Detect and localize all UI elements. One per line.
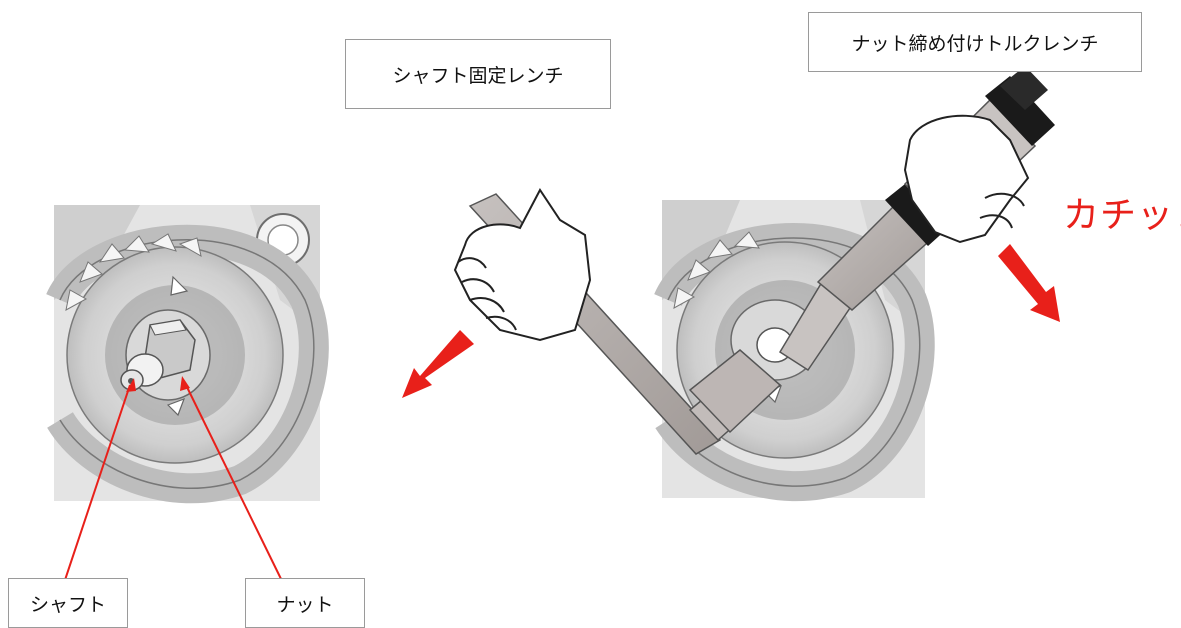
right-hand (903, 114, 1030, 244)
red-arrow-down-right-icon (998, 244, 1060, 322)
left-hand (453, 188, 592, 342)
shaft-leader-line (64, 384, 131, 581)
torque-wrench-label: ナット締め付けトルクレンチ (808, 12, 1142, 72)
left-assembly-image (46, 205, 329, 584)
shaft-wrench-label: シャフト固定レンチ (345, 39, 611, 109)
shaft-label: シャフト (8, 578, 128, 628)
left-nut-assembly (120, 309, 211, 401)
nut-leader-line (184, 382, 284, 584)
red-arrow-down-left-icon (402, 330, 474, 398)
click-sound-text: カチッ！ (1063, 195, 1181, 236)
nut-label: ナット (245, 578, 365, 628)
